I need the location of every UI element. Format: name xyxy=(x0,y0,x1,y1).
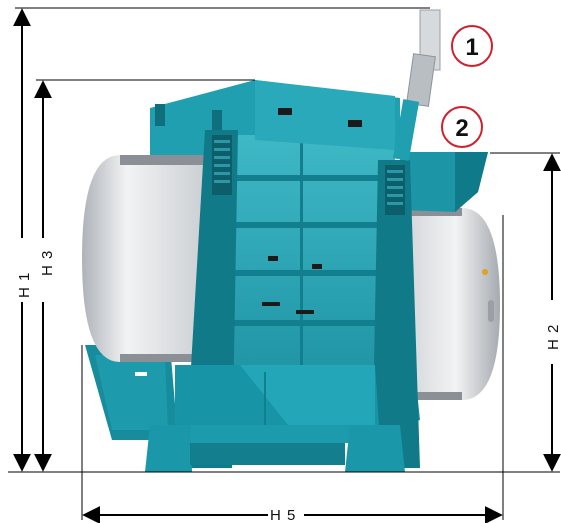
base-frame xyxy=(145,425,405,472)
h3-label: H 3 xyxy=(39,250,56,276)
h2-label: H 2 xyxy=(545,324,561,350)
callout-2: 2 xyxy=(441,106,483,148)
discharge-hopper xyxy=(175,365,380,440)
callout-1-label: 1 xyxy=(465,34,478,61)
dimension-lines xyxy=(8,7,561,523)
machine-illustration xyxy=(82,9,500,472)
callout-1: 1 xyxy=(451,25,493,67)
callout-2-label: 2 xyxy=(455,115,468,142)
h1-label: H 1 xyxy=(16,272,33,298)
left-drum xyxy=(82,155,210,362)
actuator-cylinder xyxy=(392,9,441,161)
top-box xyxy=(255,80,395,150)
right-column xyxy=(372,160,420,468)
h5-label: H 5 xyxy=(270,507,296,523)
